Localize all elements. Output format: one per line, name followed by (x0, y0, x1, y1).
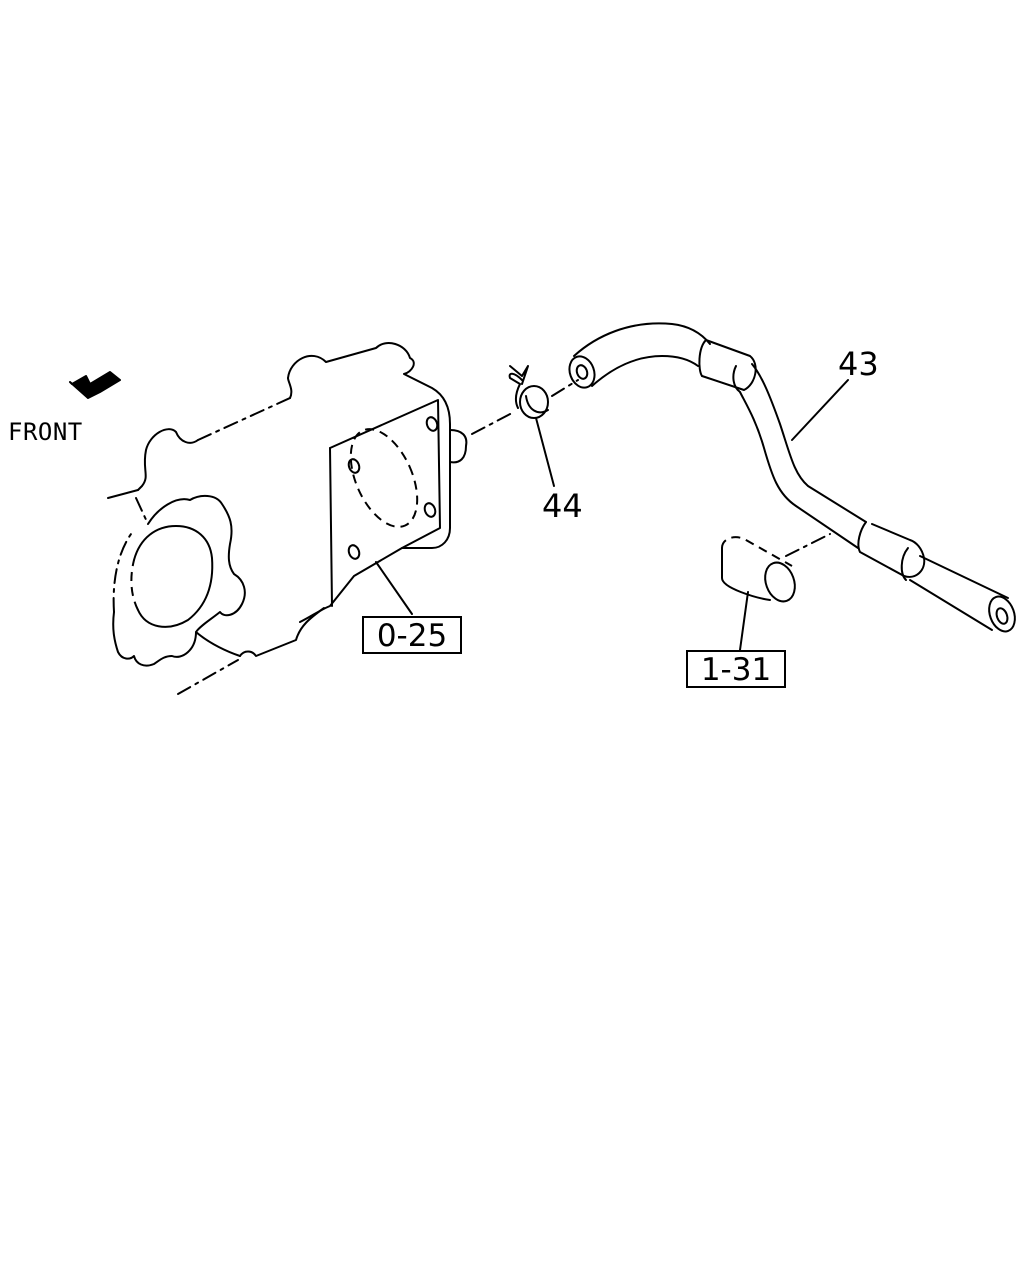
reference-box-1-31[interactable]: 1-31 (686, 650, 786, 688)
leader-line-44 (535, 417, 555, 487)
hose-clip-drawing (508, 365, 549, 419)
front-arrow-icon (69, 371, 121, 399)
sleeve-drawing (721, 536, 796, 603)
sleeve-axis-line (785, 533, 831, 557)
water-hose-drawing (568, 322, 1016, 633)
callout-43[interactable]: 43 (838, 345, 879, 383)
front-direction-label: FRONT (8, 418, 83, 446)
assembly-axis-line-2 (551, 379, 579, 397)
leader-line-43 (791, 379, 849, 441)
reference-box-0-25[interactable]: 0-25 (362, 616, 462, 654)
assembly-axis-line (471, 411, 515, 435)
callout-44[interactable]: 44 (542, 487, 583, 525)
leader-line-1-31 (739, 591, 749, 651)
leader-line-0-25 (375, 561, 413, 615)
engine-block-drawing (107, 342, 468, 695)
